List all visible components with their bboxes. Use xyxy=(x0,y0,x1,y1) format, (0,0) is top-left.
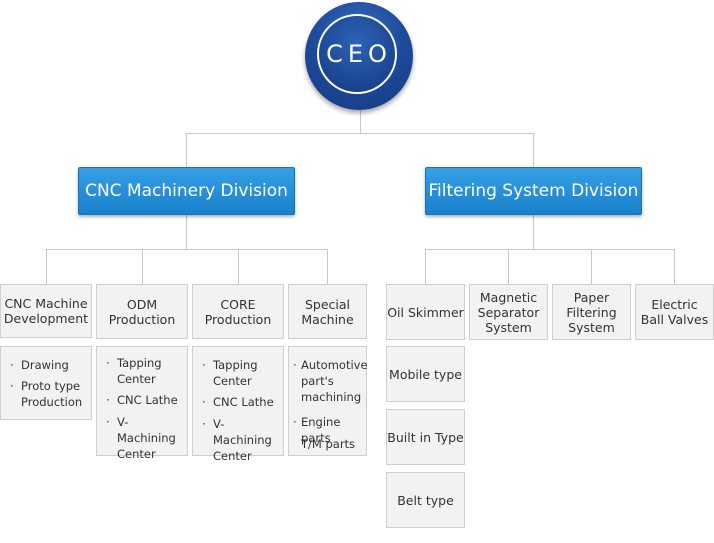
ceo-node: CEO xyxy=(305,2,413,110)
list-item: ·CNC Lathe xyxy=(106,393,178,407)
subtype-built-in-type: Built in Type xyxy=(386,409,465,465)
dept-electric-ball-valves: Electric Ball Valves xyxy=(635,284,714,340)
connector-filter-dept-3 xyxy=(591,249,592,284)
dept-core-production: CORE Production xyxy=(192,284,284,339)
subtype-belt-type: Belt type xyxy=(386,472,465,528)
list-item: ·Drawing xyxy=(10,358,69,372)
connector-filter-dept-1 xyxy=(425,249,426,284)
connector-cnc-dept-2 xyxy=(142,249,143,284)
connector-filter-departments-horizontal xyxy=(425,249,675,250)
list-item: T/M parts xyxy=(301,437,356,451)
filtering-system-division: Filtering System Division xyxy=(425,167,642,215)
list-core-production: ·Tapping Center ·CNC Lathe ·V-Machining … xyxy=(192,346,284,463)
list-item: ·Tapping Center xyxy=(202,358,258,388)
connector-filter-division-down xyxy=(533,215,534,250)
dept-oil-skimmer: Oil Skimmer xyxy=(386,284,465,340)
list-special-machine: ·Automotive part's machining ·Engine par… xyxy=(288,346,368,456)
connector-filter-division-up xyxy=(533,133,534,168)
connector-cnc-departments-horizontal xyxy=(46,249,328,250)
connector-filter-dept-2 xyxy=(508,249,509,284)
ceo-label: CEO xyxy=(317,14,397,94)
dept-paper-filtering-system: Paper Filtering System xyxy=(552,284,631,340)
connector-ceo-horizontal xyxy=(186,133,534,134)
connector-cnc-division-down xyxy=(186,215,187,250)
dept-magnetic-separator-system: Magnetic Separator System xyxy=(469,284,548,340)
list-item: ·Tapping Center xyxy=(106,356,162,386)
cnc-machinery-division: CNC Machinery Division xyxy=(78,167,295,215)
connector-cnc-division-up xyxy=(186,133,187,168)
connector-ceo-down xyxy=(360,110,361,134)
list-item: ·Automotive part's machining xyxy=(293,358,368,404)
list-item: ·V-Machining Center xyxy=(202,417,272,463)
list-cnc-machine-development: ·Drawing ·Proto type Production xyxy=(0,346,92,420)
list-item: ·CNC Lathe xyxy=(202,395,274,409)
connector-filter-dept-4 xyxy=(674,249,675,284)
connector-cnc-dept-3 xyxy=(238,249,239,284)
dept-odm-production: ODM Production xyxy=(96,284,188,339)
connector-cnc-dept-1 xyxy=(46,249,47,284)
dept-cnc-machine-development: CNC Machine Development xyxy=(0,284,92,338)
connector-cnc-dept-4 xyxy=(327,249,328,284)
list-item: ·Engine parts xyxy=(293,415,341,445)
list-item: ·V-Machining Center xyxy=(106,415,176,461)
dept-special-machine: Special Machine xyxy=(288,284,367,339)
list-odm-production: ·Tapping Center ·CNC Lathe ·V-Machining … xyxy=(96,346,188,461)
subtype-mobile-type: Mobile type xyxy=(386,346,465,402)
list-item: ·Proto type Production xyxy=(10,379,83,409)
